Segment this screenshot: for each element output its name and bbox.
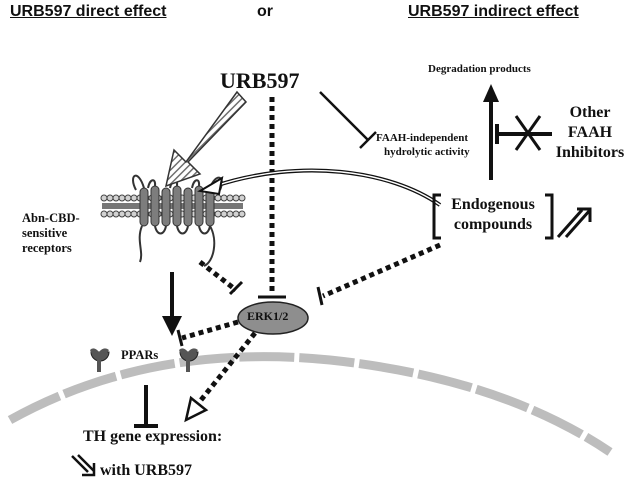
ppar-icon — [90, 348, 110, 372]
other-inhibitors-line1: Other — [569, 104, 611, 121]
direct-effect-header: URB597 direct effect — [10, 3, 167, 20]
with-urb597-label: with URB597 — [100, 462, 193, 479]
urb597-node: URB597 — [220, 68, 300, 93]
faah-activity-line1: FAAH-independent — [376, 132, 469, 144]
direct-effect-arrow — [164, 90, 248, 188]
degradation-products-label: Degradation products — [428, 63, 531, 75]
endogenous-line2: compounds — [453, 216, 533, 233]
endogenous-line1: Endogenous — [451, 196, 535, 213]
other-inhibitors-line2: FAAH — [567, 124, 613, 141]
erk-label: ERK1/2 — [247, 309, 289, 323]
erk-node — [237, 301, 309, 335]
nucleus-envelope — [7, 352, 613, 456]
or-label: or — [257, 3, 273, 20]
th-gene-expression-label: TH gene expression: — [83, 428, 223, 445]
receptors-line3: receptors — [22, 241, 72, 255]
other-inhibitors-line3: Inhibitors — [555, 144, 625, 161]
indirect-effect-header: URB597 indirect effect — [408, 3, 579, 20]
receptors-line1: Abn-CBD- — [22, 211, 80, 225]
ppars-label: PPARs — [121, 348, 159, 362]
faah-activity-line2: hydrolytic activity — [384, 146, 470, 158]
receptor-helices — [139, 185, 215, 227]
receptors-line2: sensitive — [22, 226, 68, 240]
ppar-icon — [179, 348, 199, 372]
